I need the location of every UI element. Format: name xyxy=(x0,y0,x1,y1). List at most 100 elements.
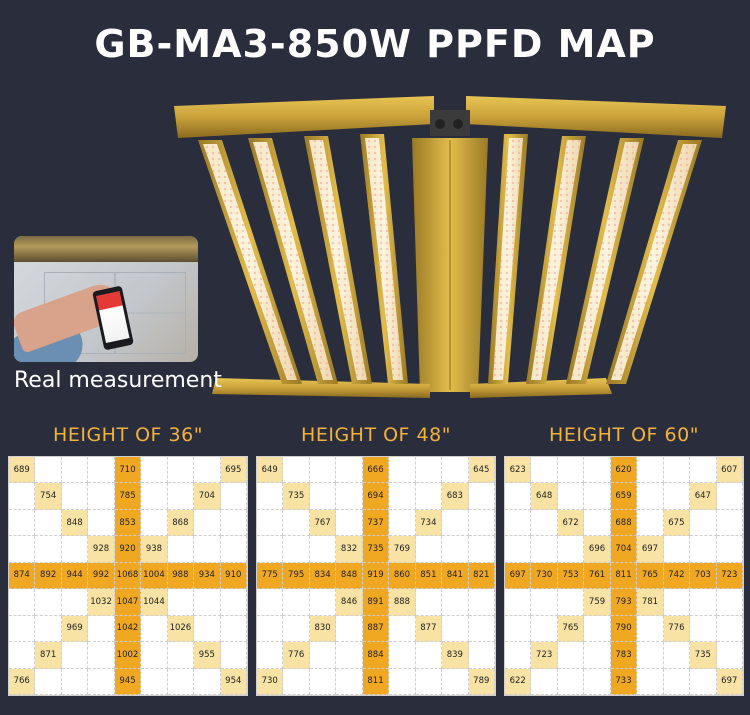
ppfd-cell xyxy=(220,483,247,510)
ppfd-cell xyxy=(637,642,664,669)
ppfd-cell: 723 xyxy=(716,562,743,590)
ppfd-cell: 710 xyxy=(114,457,142,484)
ppfd-cell: 766 xyxy=(9,668,36,695)
ppfd-cell: 703 xyxy=(690,562,717,590)
map-heading-36: HEIGHT OF 36" xyxy=(53,424,203,446)
ppfd-cell xyxy=(389,642,416,669)
ppfd-cell xyxy=(141,668,168,695)
ppfd-cell xyxy=(194,457,221,484)
ppfd-cell xyxy=(141,509,168,537)
ppfd-cell xyxy=(167,668,195,695)
ppfd-cell xyxy=(505,483,532,510)
ppfd-cell xyxy=(257,536,284,563)
ppfd-cell xyxy=(283,668,310,695)
ppfd-cell xyxy=(194,589,221,616)
ppfd-cell: 891 xyxy=(362,589,390,616)
ppfd-cell xyxy=(61,536,89,563)
ppfd-cell: 697 xyxy=(716,668,743,695)
ppfd-cell xyxy=(9,509,36,537)
ppfd-cell xyxy=(557,642,585,669)
ppfd-cell xyxy=(505,589,532,616)
ppfd-cell xyxy=(584,483,611,510)
ppfd-cell xyxy=(88,642,115,669)
ppfd-cell xyxy=(88,483,115,510)
ppfd-cell: 776 xyxy=(663,615,691,643)
ppfd-cell xyxy=(220,615,247,643)
ppfd-cell xyxy=(194,509,221,537)
ppfd-cell xyxy=(389,509,416,537)
ppfd-cell xyxy=(468,615,495,643)
map-heading-60: HEIGHT OF 60" xyxy=(549,424,699,446)
ppfd-cell: 848 xyxy=(336,562,363,590)
ppfd-cell xyxy=(442,589,469,616)
ppfd-cell: 765 xyxy=(557,615,585,643)
ppfd-cell xyxy=(716,509,743,537)
ppfd-cell: 839 xyxy=(442,642,469,669)
ppfd-cell xyxy=(35,536,62,563)
ppfd-cell: 688 xyxy=(610,509,638,537)
led-strips-left xyxy=(198,134,408,384)
ppfd-cell xyxy=(389,457,416,484)
ppfd-cell xyxy=(584,509,611,537)
ppfd-cell xyxy=(637,668,664,695)
ppfd-cell xyxy=(468,642,495,669)
ppfd-cell xyxy=(584,642,611,669)
ppfd-cell xyxy=(220,509,247,537)
led-fixture-illustration xyxy=(174,96,726,398)
ppfd-cell xyxy=(9,615,36,643)
ppfd-cell xyxy=(389,668,416,695)
ppfd-cell xyxy=(505,642,532,669)
ppfd-cell xyxy=(531,457,558,484)
ppfd-cell: 955 xyxy=(194,642,221,669)
ppfd-cell xyxy=(35,589,62,616)
ppfd-cell xyxy=(309,642,337,669)
ppfd-cell xyxy=(336,642,363,669)
ppfd-cell: 783 xyxy=(610,642,638,669)
ppfd-cell: 683 xyxy=(442,483,469,510)
ppfd-cell: 841 xyxy=(442,562,469,590)
ppfd-cell: 944 xyxy=(61,562,89,590)
ppfd-cell xyxy=(468,483,495,510)
ppfd-cell xyxy=(663,483,691,510)
ppfd-cell xyxy=(257,589,284,616)
ppfd-cell: 694 xyxy=(362,483,390,510)
fixture-driver-box xyxy=(430,110,470,136)
ppfd-cell xyxy=(442,457,469,484)
ppfd-cell: 868 xyxy=(167,509,195,537)
fixture-bottom-bar-left xyxy=(212,378,430,398)
ppfd-cell: 1026 xyxy=(167,615,195,643)
ppfd-cell xyxy=(415,668,443,695)
ppfd-cell xyxy=(88,457,115,484)
ppfd-cell: 848 xyxy=(61,509,89,537)
ppfd-cell xyxy=(637,483,664,510)
ppfd-cell xyxy=(690,536,717,563)
ppfd-cell: 704 xyxy=(610,536,638,563)
ppfd-cell: 795 xyxy=(283,562,310,590)
ppfd-cell xyxy=(35,509,62,537)
ppfd-cell xyxy=(283,509,310,537)
ppfd-cell xyxy=(35,457,62,484)
ppfd-cell: 954 xyxy=(220,668,247,695)
ppfd-cell: 887 xyxy=(362,615,390,643)
ppfd-cell: 695 xyxy=(220,457,247,484)
ppfd-cell: 742 xyxy=(663,562,691,590)
ppfd-cell xyxy=(584,615,611,643)
ppfd-cell xyxy=(220,589,247,616)
ppfd-cell xyxy=(531,668,558,695)
ppfd-cell: 969 xyxy=(61,615,89,643)
ppfd-cell xyxy=(167,589,195,616)
ppfd-cell xyxy=(167,457,195,484)
ppfd-cell: 934 xyxy=(194,562,221,590)
ppfd-cell xyxy=(194,615,221,643)
ppfd-cell xyxy=(531,509,558,537)
ppfd-cell xyxy=(141,457,168,484)
ppfd-cell: 765 xyxy=(637,562,664,590)
ppfd-cell: 892 xyxy=(35,562,62,590)
ppfd-cell xyxy=(690,668,717,695)
ppfd-cell: 735 xyxy=(283,483,310,510)
ppfd-cell xyxy=(505,509,532,537)
ppfd-cell xyxy=(61,457,89,484)
ppfd-cell: 769 xyxy=(389,536,416,563)
